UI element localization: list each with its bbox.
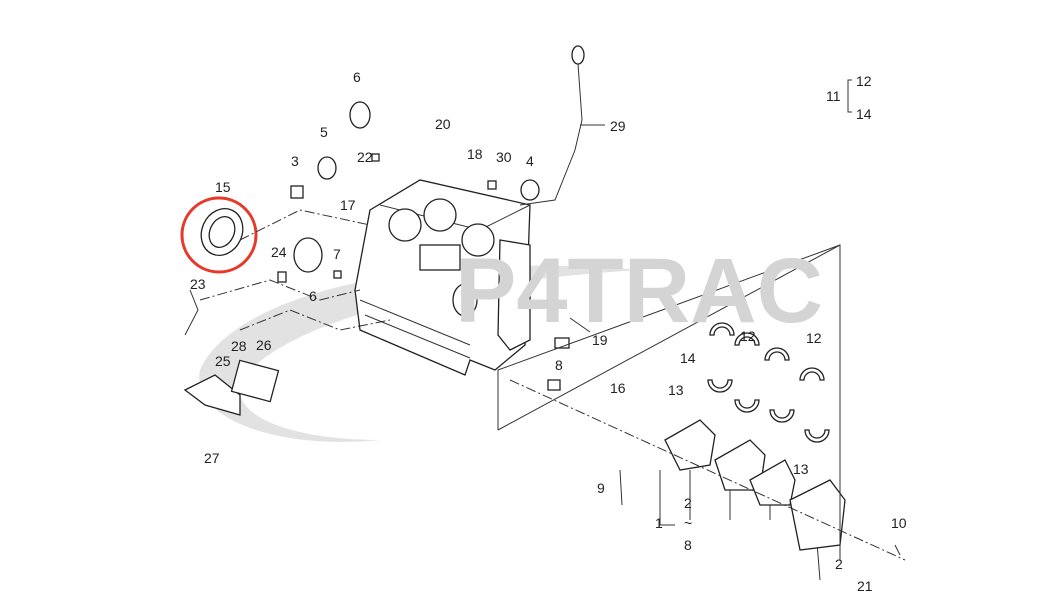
label-15: 15 — [215, 179, 231, 195]
label-12b: 12 — [806, 330, 822, 346]
label-21: 21 — [857, 578, 873, 594]
label-6b: 6 — [309, 288, 317, 304]
label-17: 17 — [340, 197, 356, 213]
label-27: 27 — [204, 450, 220, 466]
label-30: 30 — [496, 149, 512, 165]
oil-seal-15[interactable] — [180, 196, 258, 274]
label-11: 11 — [826, 88, 841, 104]
small-parts — [183, 101, 901, 581]
label-1: 1 — [655, 515, 663, 531]
label-20: 20 — [435, 116, 451, 132]
label-24: 24 — [271, 244, 287, 260]
label-26: 26 — [256, 337, 272, 353]
label-4: 4 — [526, 153, 534, 169]
label-12a: 12 — [740, 328, 756, 344]
label-3: 3 — [291, 153, 299, 169]
label-25: 25 — [215, 353, 231, 369]
label-tilde: ~ — [684, 515, 692, 531]
label-8b: 8 — [684, 537, 692, 553]
label-23: 23 — [190, 276, 206, 292]
dipstick — [519, 45, 605, 206]
label-29: 29 — [610, 118, 626, 134]
label-28: 28 — [231, 338, 247, 354]
cylinder-block — [354, 179, 531, 376]
part-labels: 15 6 5 3 22 17 20 18 30 4 29 24 6 7 23 1… — [190, 69, 907, 594]
label-8: 8 — [555, 357, 563, 373]
label-13a: 13 — [668, 382, 684, 398]
label-9: 9 — [597, 480, 605, 496]
watermark-text: P4TRAC — [455, 240, 823, 342]
label-14: 14 — [680, 350, 696, 366]
label-22: 22 — [357, 149, 373, 165]
watermark-swoosh — [199, 265, 641, 442]
label-6: 6 — [353, 69, 361, 85]
label-10: 10 — [891, 515, 907, 531]
label-2b: 2 — [835, 556, 843, 572]
highlight-circle — [180, 196, 258, 274]
label-19: 19 — [592, 332, 608, 348]
label-16: 16 — [610, 380, 626, 396]
label-14c: 14 — [856, 106, 872, 122]
label-5: 5 — [320, 124, 328, 140]
label-2a: 2 — [684, 495, 692, 511]
bearings — [664, 322, 846, 551]
leader-lines — [199, 209, 906, 561]
label-12c: 12 — [856, 73, 872, 89]
label-13b: 13 — [793, 461, 809, 477]
label-7: 7 — [333, 246, 341, 262]
label-18: 18 — [467, 146, 483, 162]
